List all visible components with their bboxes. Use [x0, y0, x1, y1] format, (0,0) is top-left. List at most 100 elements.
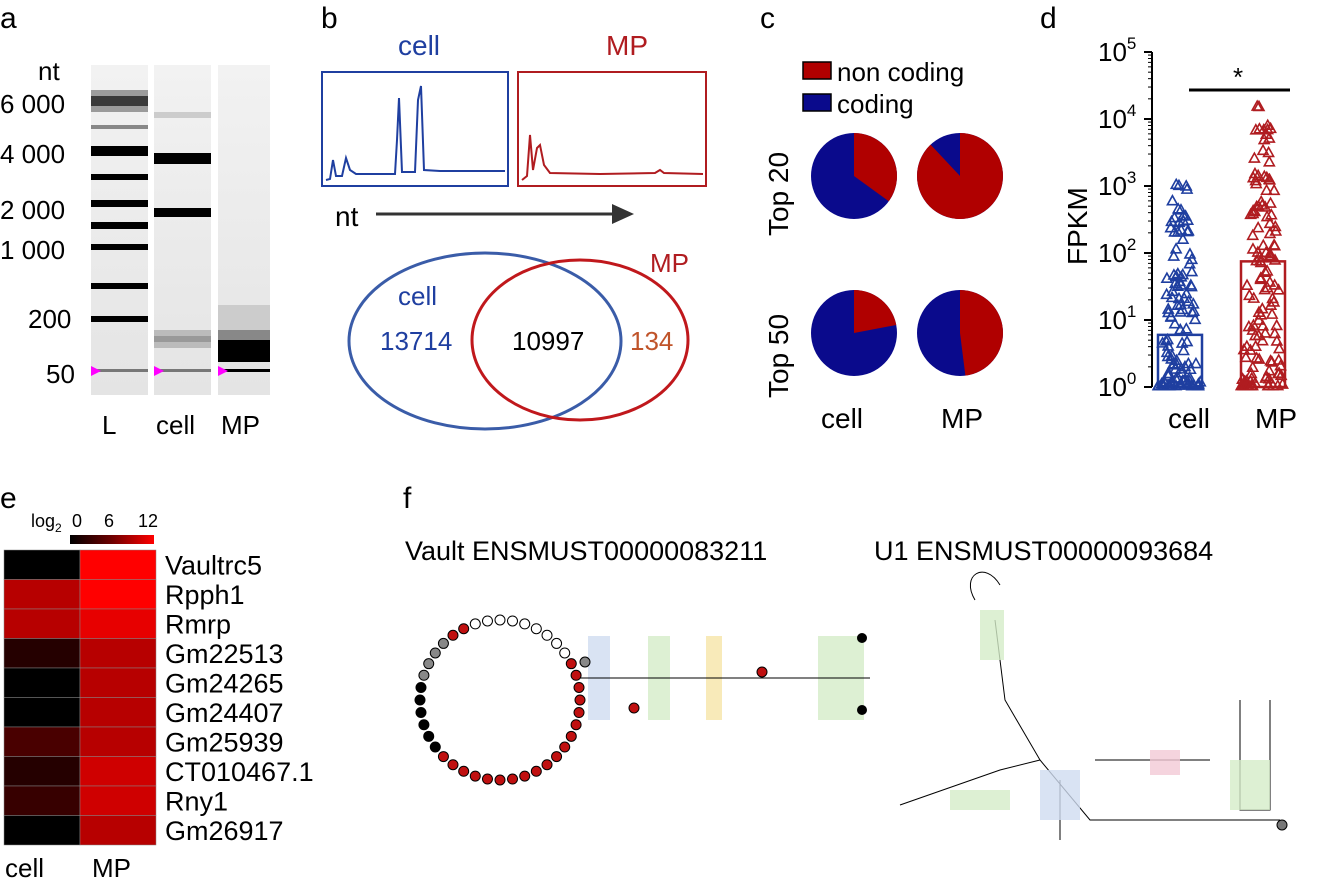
- heatmap-cell: [3, 815, 81, 846]
- scatter-point-cell: [1171, 225, 1185, 237]
- gel-lane-label-l: L: [102, 410, 116, 440]
- scatter-point-mp: [1259, 245, 1273, 258]
- scatter-point-cell: [1165, 290, 1179, 303]
- scatter-point-mp: [1251, 245, 1265, 257]
- vault-nucleotide: [530, 765, 542, 777]
- scatter-point-cell: [1166, 194, 1179, 206]
- scatter-point-mp: [1260, 209, 1274, 222]
- scatter-point-mp: [1239, 350, 1253, 363]
- vault-nucleotide: [565, 730, 577, 742]
- vault-nucleotide: [559, 741, 571, 753]
- gel-lane-mp: [218, 65, 270, 395]
- heatmap-cell: [79, 726, 157, 757]
- scatter-ylabel: FPKM: [1062, 187, 1093, 265]
- pie-col-label-cell: cell: [821, 403, 863, 434]
- scatter-point-mp: [1258, 265, 1272, 277]
- venn-count-overlap: 10997: [512, 326, 584, 356]
- scatter-point-mp: [1267, 183, 1281, 196]
- trace-box-cell: [321, 71, 509, 187]
- scatter-point-mp: [1262, 131, 1276, 143]
- scatter-point-mp: [1249, 123, 1263, 135]
- scatter-point-cell: [1177, 343, 1190, 356]
- panel-d-label: d: [1040, 2, 1057, 35]
- scatter-point-mp: [1253, 122, 1266, 134]
- venn-count-mp-only: 134: [630, 326, 673, 356]
- vault-nucleotide: [541, 629, 553, 641]
- scatter-point-mp: [1268, 239, 1282, 251]
- heatmap-row-label: Gm24407: [165, 698, 284, 728]
- gel-lane-label-mp: MP: [221, 410, 260, 440]
- trace-title-mp: MP: [606, 30, 648, 61]
- scatter-point-cell: [1169, 177, 1183, 190]
- scatter-point-cell: [1189, 356, 1203, 369]
- vault-nucleotide: [469, 618, 481, 630]
- u1-structure: [899, 571, 1288, 840]
- heatmap-cell: [3, 785, 81, 816]
- gel-lane-cell: [154, 65, 211, 395]
- vault-structure: [414, 614, 870, 786]
- vault-nucleotide: [507, 615, 519, 627]
- scatter-point-mp: [1265, 307, 1279, 319]
- scatter-point-mp: [1249, 173, 1263, 186]
- scatter-point-mp: [1247, 318, 1260, 330]
- scatter-point-cell: [1160, 271, 1174, 284]
- heatmap-scale-label: log2: [31, 511, 62, 535]
- trace-axis-arrowhead: [612, 204, 634, 224]
- scatter-point-mp: [1256, 238, 1270, 251]
- scatter-point-mp: [1244, 207, 1257, 220]
- vault-nucleotide: [418, 719, 430, 731]
- heatmap-cell: [79, 815, 157, 846]
- scatter-point-cell: [1180, 182, 1194, 194]
- heatmap-cell: [79, 756, 157, 787]
- vault-nucleotide: [415, 707, 427, 719]
- scatter-point-mp: [1250, 351, 1264, 363]
- heatmap-col-label-cell: cell: [5, 853, 44, 883]
- scatter-point-cell: [1161, 332, 1175, 345]
- venn-circle-cell: [347, 251, 623, 431]
- scatter-point-cell: [1192, 377, 1205, 389]
- heatmap-cell: [79, 608, 157, 639]
- scatter-point-cell: [1171, 298, 1185, 311]
- vault-nucleotide: [429, 741, 441, 753]
- legend-label-non-coding: non coding: [837, 57, 964, 87]
- significance-star: *: [1233, 62, 1243, 92]
- gel-unit-label: nt: [38, 56, 60, 86]
- scatter-point-cell: [1182, 294, 1195, 307]
- scatter-point-mp: [1269, 224, 1283, 236]
- scatter-point-mp: [1268, 326, 1282, 339]
- gel-marker-4000: 4 000: [0, 139, 65, 169]
- scatter-point-mp: [1250, 253, 1263, 266]
- scatter-point-mp: [1244, 343, 1257, 355]
- scatter-point-mp: [1252, 313, 1266, 325]
- scatter-point-cell: [1185, 252, 1199, 265]
- pie-row-label-top20: Top 20: [763, 152, 794, 236]
- vault-nucleotide: [530, 623, 542, 635]
- vault-nucleotide: [447, 629, 459, 641]
- scatter-point-mp: [1251, 220, 1265, 233]
- scatter-point-mp: [1257, 132, 1271, 145]
- scatter-point-mp: [1265, 355, 1279, 367]
- vault-nucleotide: [551, 751, 563, 763]
- scatter-point-mp: [1267, 295, 1281, 307]
- scatter-point-mp: [1260, 264, 1274, 276]
- scatter-point-mp: [1246, 360, 1260, 373]
- scatter-tick-label-3: 103: [1098, 168, 1136, 201]
- heatmap-row-label: Gm26917: [165, 816, 284, 846]
- vault-nucleotide: [458, 623, 470, 635]
- gel-marker-200: 200: [28, 304, 71, 334]
- heatmap-cell: [79, 667, 157, 698]
- trace-box-mp: [517, 71, 707, 187]
- pie-top20-cell-non-coding: [854, 133, 897, 202]
- scatter-point-cell: [1177, 214, 1190, 226]
- scatter-point-cell: [1170, 353, 1184, 366]
- scatter-point-mp: [1242, 319, 1256, 332]
- gel-marker-1000: 1 000: [0, 235, 65, 265]
- heatmap-cell: [79, 579, 157, 610]
- heatmap-row-label: Gm25939: [165, 728, 284, 758]
- structure-title-vault: Vault ENSMUST00000083211: [405, 536, 767, 566]
- scatter-point-mp: [1237, 342, 1251, 355]
- heatmap-scale-tick-12: 12: [138, 511, 158, 531]
- heatmap-cell: [3, 549, 81, 580]
- scatter-point-cell: [1171, 371, 1185, 383]
